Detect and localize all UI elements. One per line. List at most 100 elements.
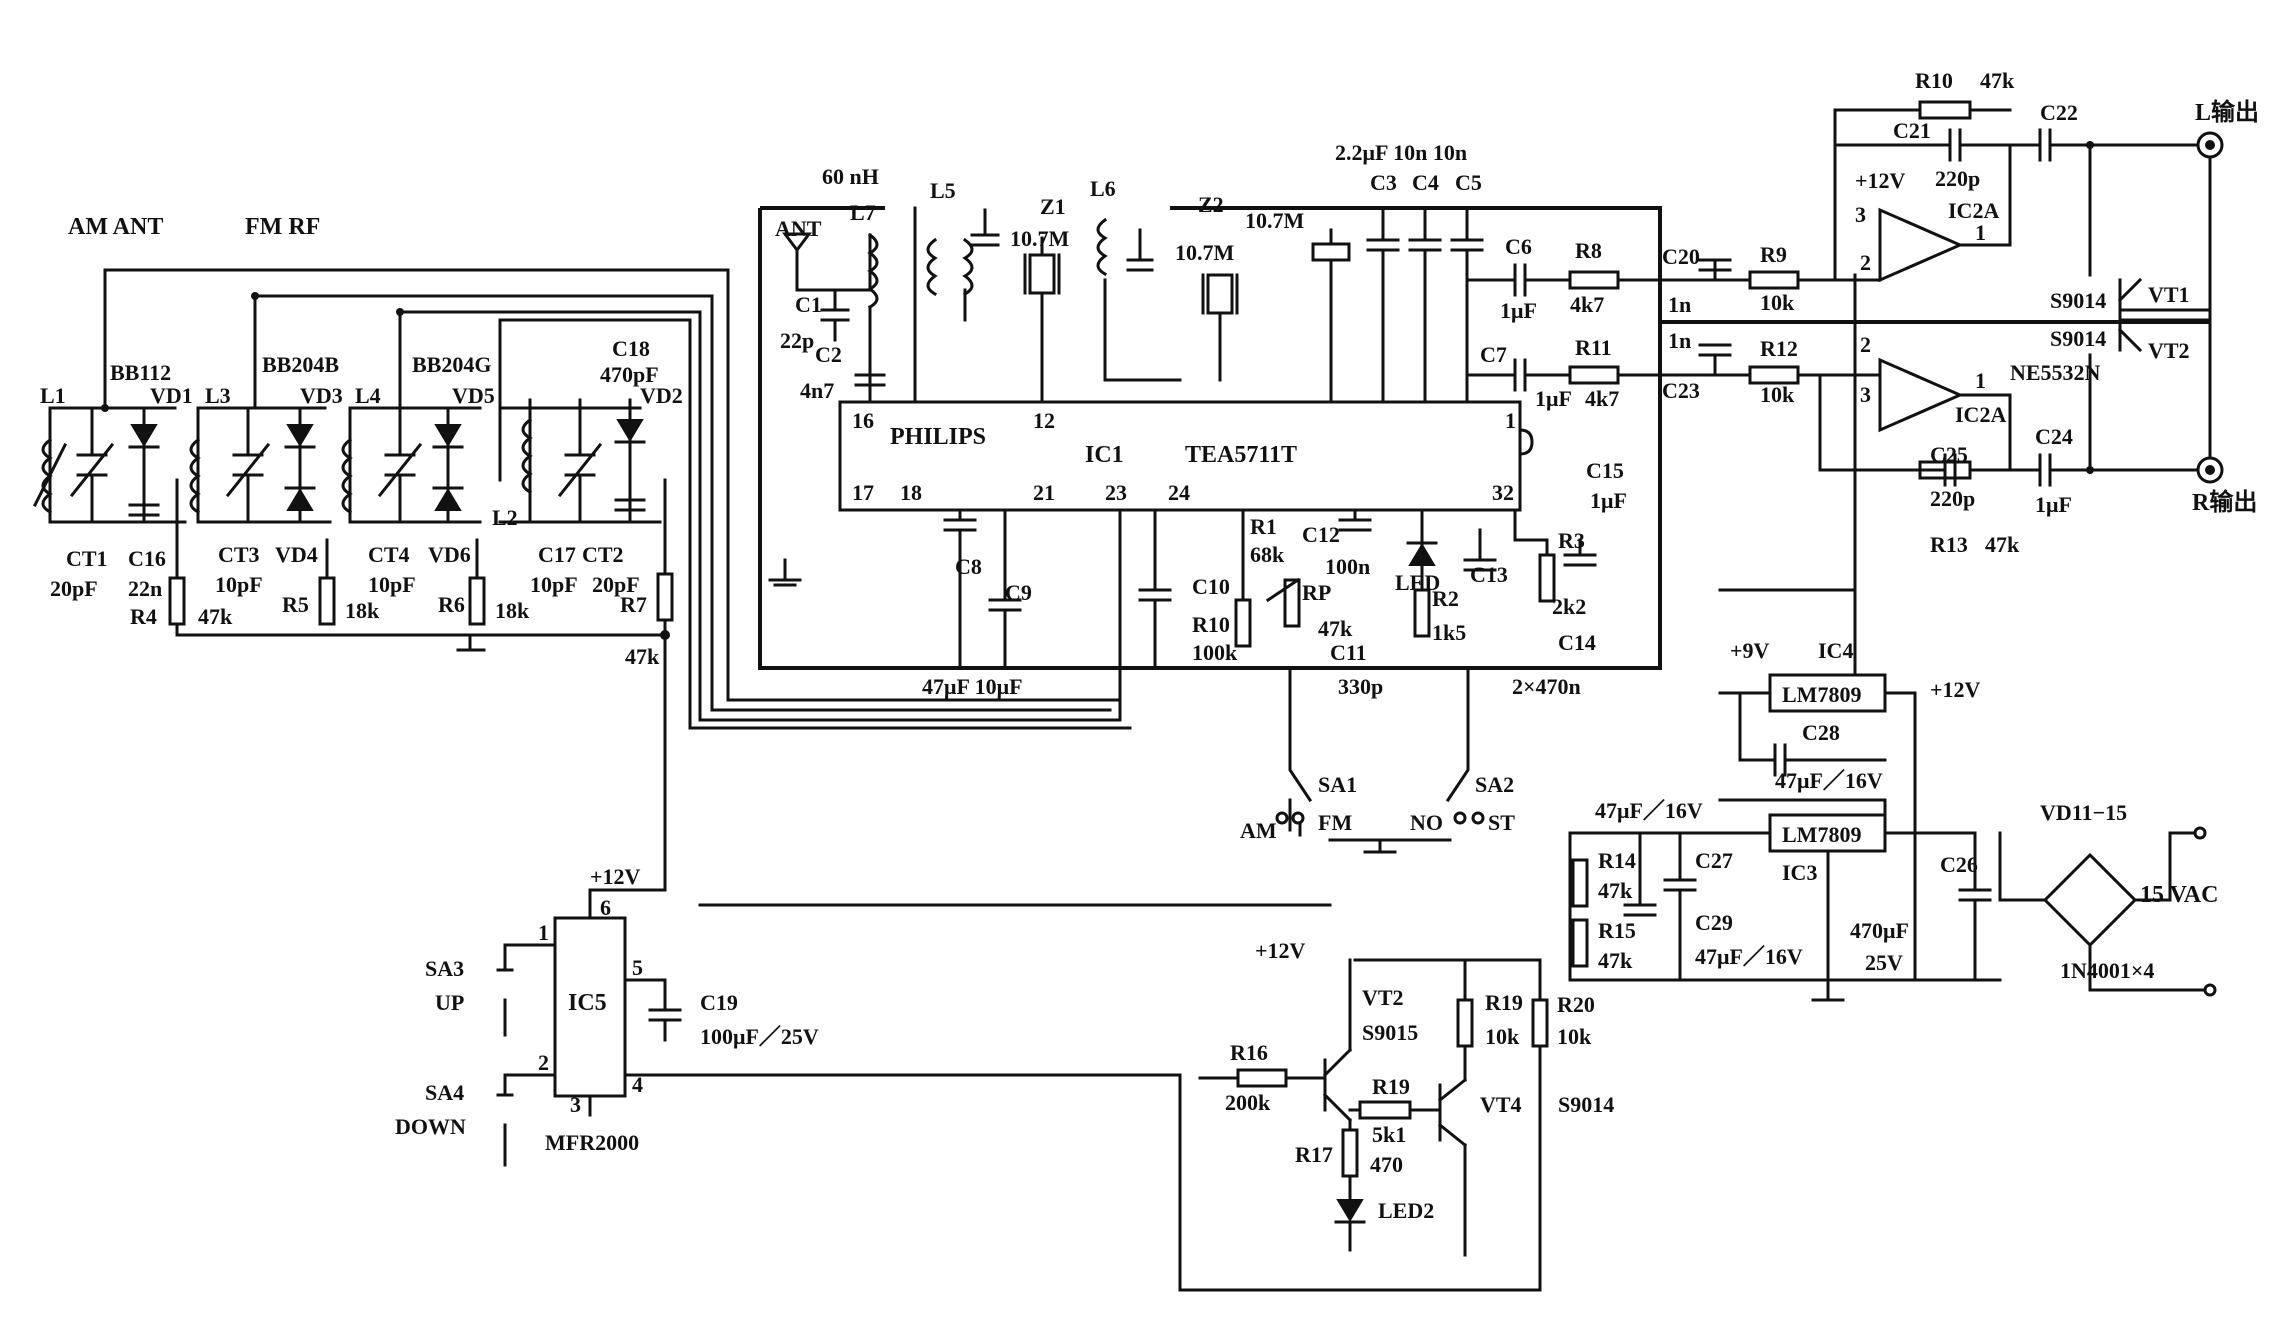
label-l-out: L输出 — [2195, 98, 2259, 126]
label-r1: R1 — [1250, 514, 1277, 539]
label-sa4: SA4 — [425, 1080, 464, 1105]
label-mfr2000: MFR2000 — [545, 1130, 639, 1155]
label-c1-val: 22p — [780, 328, 814, 353]
label-vd11: VD11−15 — [2040, 800, 2127, 825]
label-led2: LED2 — [1378, 1198, 1434, 1223]
label-vd2: VD2 — [640, 383, 683, 408]
label-bb112: BB112 — [110, 360, 171, 385]
label-c28-val: 47μF／16V — [1775, 768, 1883, 793]
label-c26-v: 25V — [1865, 950, 1903, 975]
label-st: ST — [1488, 810, 1515, 835]
label-c28: C28 — [1802, 720, 1840, 745]
indicator-driver — [1198, 958, 1549, 1257]
label-z1: Z1 — [1040, 194, 1066, 219]
label-z2: Z2 — [1198, 192, 1224, 217]
label-fm: FM — [1318, 810, 1352, 835]
label-r9: R9 — [1760, 242, 1787, 267]
label-l1: L1 — [40, 383, 66, 408]
label-vd4: VD4 — [275, 542, 318, 567]
label-c16: C16 — [128, 546, 166, 571]
label-vd6: VD6 — [428, 542, 471, 567]
label-c16-val: 22n — [128, 576, 162, 601]
label-c1314-vals: 2×470n — [1512, 674, 1581, 699]
label-ic4: IC4 — [1818, 638, 1853, 663]
label-sa1: SA1 — [1318, 772, 1357, 797]
label-pin16: 16 — [852, 408, 874, 433]
power-supply — [1568, 673, 2217, 1002]
label-pin32: 32 — [1492, 480, 1514, 505]
mode-switches — [1275, 666, 1485, 854]
label-pin21: 21 — [1033, 480, 1055, 505]
label-c18-val: 470pF — [600, 362, 659, 387]
label-c24: C24 — [2035, 424, 2073, 449]
label-r17: R17 — [1295, 1142, 1333, 1167]
label-r10: R10 — [1915, 68, 1953, 93]
label-r19a-val: 5k1 — [1372, 1122, 1406, 1147]
label-v12-reg: +12V — [1930, 677, 1981, 702]
label-c2: C2 — [815, 342, 842, 367]
label-l7: L7 — [850, 200, 876, 225]
label-r4: R4 — [130, 604, 157, 629]
label-r8: R8 — [1575, 238, 1602, 263]
label-c7-val: 1μF — [1535, 386, 1572, 411]
label-c4: C4 — [1412, 170, 1439, 195]
label-r11: R11 — [1575, 335, 1612, 360]
label-c19: C19 — [700, 990, 738, 1015]
label-ic5-p6: 6 — [600, 895, 611, 920]
label-ct1-val: 20pF — [50, 576, 98, 601]
label-c6: C6 — [1505, 234, 1532, 259]
label-s9014-a: S9014 — [2050, 288, 2106, 313]
label-c1: C1 — [795, 292, 822, 317]
label-r10-val: 47k — [1980, 68, 2015, 93]
label-r12-val: 10k — [1760, 382, 1795, 407]
label-c7: C7 — [1480, 342, 1507, 367]
label-r14-val: 47k — [1598, 878, 1633, 903]
label-pin3-bot: 3 — [1860, 382, 1871, 407]
label-c11: C11 — [1330, 640, 1367, 665]
label-pin1-bot: 1 — [1975, 368, 1986, 393]
label-r16: R16 — [1230, 1040, 1268, 1065]
label-c17: C17 — [538, 542, 576, 567]
label-c22: C22 — [2040, 100, 2078, 125]
label-r19b-val: 10k — [1485, 1024, 1520, 1049]
label-s9015: S9015 — [1362, 1020, 1418, 1045]
label-v12-mid: +12V — [1255, 938, 1306, 963]
label-ic3: IC3 — [1782, 860, 1817, 885]
label-r10b-val: 100k — [1192, 640, 1238, 665]
label-rp: RP — [1302, 580, 1331, 605]
label-c10: C10 — [1192, 574, 1230, 599]
label-bb204g: BB204G — [412, 352, 491, 377]
label-pin18: 18 — [900, 480, 922, 505]
label-r4-val: 47k — [198, 604, 233, 629]
label-r19a: R19 — [1372, 1074, 1410, 1099]
label-ic2a-top: IC2A — [1948, 198, 1999, 223]
label-c8: C8 — [955, 554, 982, 579]
label-l3: L3 — [205, 383, 231, 408]
label-pin2-top: 2 — [1860, 250, 1871, 275]
label-r20: R20 — [1557, 992, 1595, 1017]
label-ic5-p4: 4 — [632, 1072, 643, 1097]
label-ic5-p5: 5 — [632, 955, 643, 980]
label-ct2: CT2 — [582, 542, 624, 567]
label-bb204b: BB204B — [262, 352, 339, 377]
label-ic5-p3: 3 — [570, 1092, 581, 1117]
label-ct3-val: 10pF — [215, 572, 263, 597]
label-c25: C25 — [1930, 442, 1968, 467]
ic5-block — [496, 633, 1542, 1292]
label-ic5: IC5 — [568, 990, 607, 1016]
label-s9014-c: S9014 — [1558, 1092, 1614, 1117]
label-r7-val: 47k — [625, 644, 660, 669]
ic1-body — [838, 400, 1522, 512]
label-ct2-val: 20pF — [592, 572, 640, 597]
ic5-body — [553, 916, 627, 1098]
label-vd1: VD1 — [150, 383, 193, 408]
label-philips: PHILIPS — [890, 424, 986, 450]
label-c27: C27 — [1695, 848, 1733, 873]
label-c29-val: 47μF／16V — [1695, 944, 1803, 969]
label-c-left-val: 47μF／16V — [1595, 798, 1703, 823]
label-c15-val: 1μF — [1590, 488, 1627, 513]
label-pin1: 1 — [1505, 408, 1516, 433]
label-am-ant: AM ANT — [68, 214, 163, 240]
label-sa3: SA3 — [425, 956, 464, 981]
